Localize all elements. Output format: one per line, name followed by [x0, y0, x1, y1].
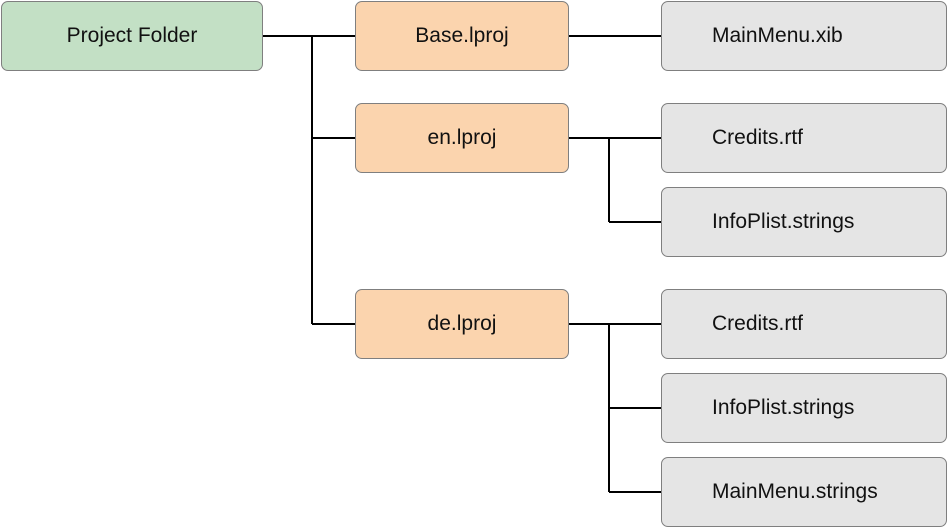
- project-folder-node: Project Folder: [1, 1, 263, 71]
- file-label: InfoPlist.strings: [712, 210, 855, 233]
- file-node-en-infoplist-strings: InfoPlist.strings: [661, 187, 947, 257]
- folder-label: Base.lproj: [415, 24, 509, 47]
- file-label: MainMenu.xib: [712, 24, 843, 47]
- file-node-en-credits-rtf: Credits.rtf: [661, 103, 947, 173]
- folder-node-de-lproj: de.lproj: [355, 289, 569, 359]
- file-node-de-credits-rtf: Credits.rtf: [661, 289, 947, 359]
- file-label: Credits.rtf: [712, 126, 804, 149]
- folder-node-base-lproj: Base.lproj: [355, 1, 569, 71]
- file-label: MainMenu.strings: [712, 480, 878, 503]
- file-label: InfoPlist.strings: [712, 396, 855, 419]
- folder-label: de.lproj: [427, 312, 497, 335]
- file-label: Credits.rtf: [712, 312, 804, 335]
- folder-node-en-lproj: en.lproj: [355, 103, 569, 173]
- file-node-de-infoplist-strings: InfoPlist.strings: [661, 373, 947, 443]
- folder-label: en.lproj: [427, 126, 497, 149]
- file-node-base-mainmenu-xib: MainMenu.xib: [661, 1, 947, 71]
- file-node-de-mainmenu-strings: MainMenu.strings: [661, 457, 947, 527]
- project-folder-label: Project Folder: [66, 24, 198, 47]
